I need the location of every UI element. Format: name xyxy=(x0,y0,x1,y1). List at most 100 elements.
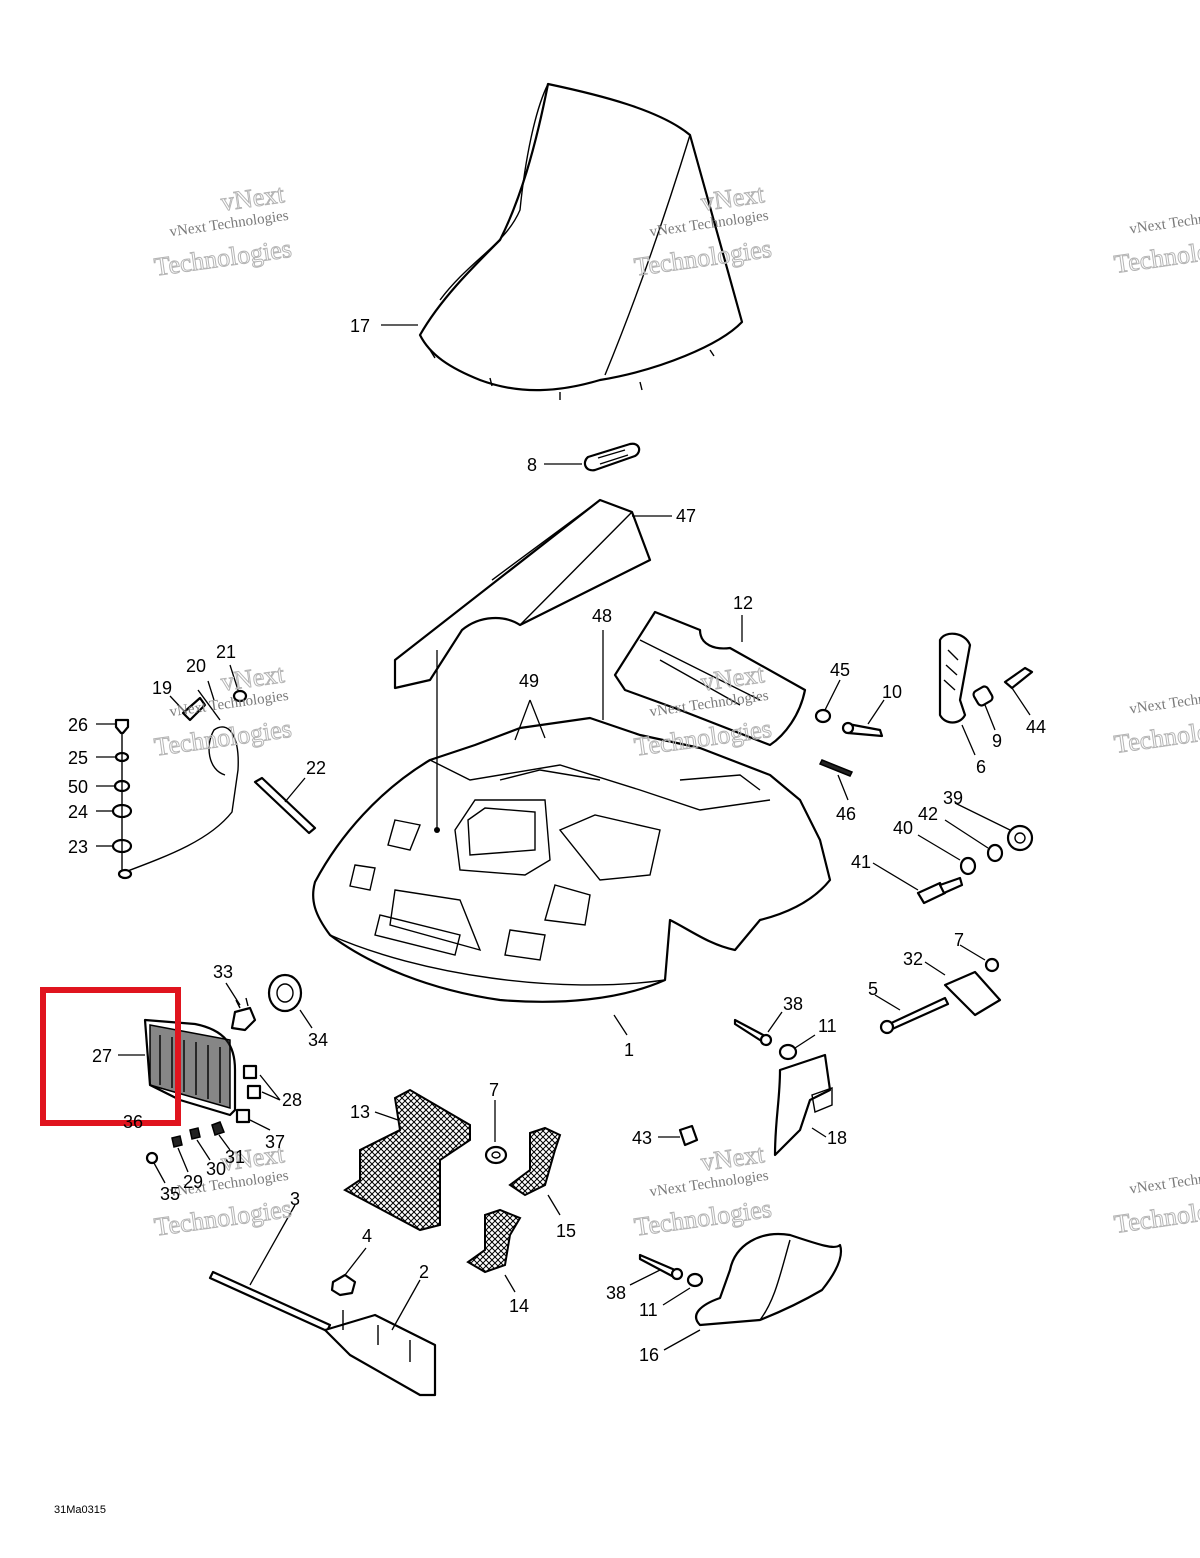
callout-11-upper[interactable]: 11 xyxy=(818,1016,837,1036)
callout-22[interactable]: 22 xyxy=(306,758,326,778)
rivet-b-part[interactable] xyxy=(733,1018,773,1047)
knob-19-part[interactable] xyxy=(181,696,207,722)
knob-part[interactable] xyxy=(1006,824,1034,852)
callout-26[interactable]: 26 xyxy=(68,715,88,735)
callout-24[interactable]: 24 xyxy=(68,802,88,822)
callout-14[interactable]: 14 xyxy=(509,1296,529,1316)
callout-5[interactable]: 5 xyxy=(868,979,878,999)
rivet-part[interactable] xyxy=(1003,666,1034,690)
callout-44[interactable]: 44 xyxy=(1026,717,1046,737)
washer-c-part[interactable] xyxy=(959,856,977,876)
callout-41[interactable]: 41 xyxy=(851,852,871,872)
trim-cover-part[interactable] xyxy=(695,1232,843,1327)
screw-30-part[interactable] xyxy=(189,1127,201,1140)
clip-37-part[interactable] xyxy=(235,1108,251,1124)
nut-part[interactable] xyxy=(984,957,1000,973)
callout-4[interactable]: 4 xyxy=(362,1226,372,1246)
bracket-b-part[interactable] xyxy=(508,1126,562,1197)
callout-29[interactable]: 29 xyxy=(183,1172,203,1192)
callout-1[interactable]: 1 xyxy=(624,1040,634,1060)
callout-8[interactable]: 8 xyxy=(527,455,537,475)
bulb-cap-part[interactable] xyxy=(267,973,303,1013)
dash-panel-part[interactable] xyxy=(613,610,807,747)
callout-15[interactable]: 15 xyxy=(556,1221,576,1241)
mesh-bracket-part[interactable] xyxy=(343,1088,471,1232)
callout-27[interactable]: 27 xyxy=(92,1046,112,1066)
callout-34[interactable]: 34 xyxy=(308,1030,328,1050)
callout-12[interactable]: 12 xyxy=(733,593,753,613)
latch-part[interactable] xyxy=(938,632,972,724)
callout-19[interactable]: 19 xyxy=(152,678,172,698)
mud-flap-part[interactable] xyxy=(773,1053,833,1157)
bolt-part[interactable] xyxy=(916,876,964,905)
pin-part[interactable] xyxy=(841,721,884,738)
spring-part[interactable] xyxy=(818,759,854,777)
callout-46[interactable]: 46 xyxy=(836,804,856,824)
callout-38-lower[interactable]: 38 xyxy=(606,1283,626,1303)
hood-part[interactable] xyxy=(312,716,832,1003)
callout-17[interactable]: 17 xyxy=(350,316,370,336)
spacer-part[interactable] xyxy=(972,685,994,707)
bracket-c-part[interactable] xyxy=(466,1208,522,1274)
foam-wedge-part[interactable] xyxy=(393,498,652,690)
callout-49[interactable]: 49 xyxy=(519,671,539,691)
nut-35-part[interactable] xyxy=(145,1151,159,1165)
mounting-plate-part[interactable] xyxy=(323,1310,437,1397)
nut-c-part[interactable] xyxy=(330,1273,357,1297)
callout-20[interactable]: 20 xyxy=(186,656,206,676)
callout-40[interactable]: 40 xyxy=(893,818,913,838)
screw-29-part[interactable] xyxy=(171,1135,183,1148)
bracket-20-part[interactable] xyxy=(197,689,221,721)
callout-43[interactable]: 43 xyxy=(632,1128,652,1148)
callout-13[interactable]: 13 xyxy=(350,1102,370,1122)
rod-part[interactable] xyxy=(208,1270,332,1333)
callout-6[interactable]: 6 xyxy=(976,757,986,777)
callout-36[interactable]: 36 xyxy=(123,1112,143,1132)
clip-part[interactable] xyxy=(583,442,641,472)
callout-21[interactable]: 21 xyxy=(216,642,236,662)
washer-b-part[interactable] xyxy=(986,843,1004,863)
callout-7-center[interactable]: 7 xyxy=(489,1080,499,1100)
callout-18[interactable]: 18 xyxy=(827,1128,847,1148)
bulb-part[interactable] xyxy=(230,997,257,1032)
callout-50[interactable]: 50 xyxy=(68,777,88,797)
callout-37[interactable]: 37 xyxy=(265,1132,285,1152)
callout-3[interactable]: 3 xyxy=(290,1189,300,1209)
callout-7-right[interactable]: 7 xyxy=(954,930,964,950)
clip-28-part[interactable] xyxy=(242,1064,262,1100)
callout-32[interactable]: 32 xyxy=(903,949,923,969)
callout-2[interactable]: 2 xyxy=(419,1262,429,1282)
callout-16[interactable]: 16 xyxy=(639,1345,659,1365)
callout-38-upper[interactable]: 38 xyxy=(783,994,803,1014)
callout-39[interactable]: 39 xyxy=(943,788,963,808)
callout-9[interactable]: 9 xyxy=(992,731,1002,751)
hinge-block-part[interactable] xyxy=(943,970,1002,1017)
washer-21-part[interactable] xyxy=(232,689,248,703)
callout-10[interactable]: 10 xyxy=(882,682,902,702)
callout-45[interactable]: 45 xyxy=(830,660,850,680)
screw-26-part[interactable] xyxy=(114,718,130,735)
grommet-part[interactable] xyxy=(678,1124,699,1147)
headlight-part[interactable] xyxy=(143,1018,237,1117)
callout-30[interactable]: 30 xyxy=(206,1159,226,1179)
screw-31-part[interactable] xyxy=(211,1121,225,1136)
washer-part[interactable] xyxy=(814,708,832,724)
callout-31[interactable]: 31 xyxy=(225,1147,245,1167)
rivet-c-part[interactable] xyxy=(638,1253,684,1281)
cable-22-part[interactable] xyxy=(253,776,317,835)
callout-35[interactable]: 35 xyxy=(160,1184,180,1204)
washer-e-part[interactable] xyxy=(686,1272,704,1288)
callout-11-lower[interactable]: 11 xyxy=(639,1300,658,1320)
callout-28[interactable]: 28 xyxy=(282,1090,302,1110)
windshield-part[interactable] xyxy=(418,82,744,400)
washer-d-part[interactable] xyxy=(778,1043,798,1061)
tether-cable-part[interactable] xyxy=(117,726,239,880)
callout-23[interactable]: 23 xyxy=(68,837,88,857)
long-bolt-part[interactable] xyxy=(879,996,950,1035)
callout-42[interactable]: 42 xyxy=(918,804,938,824)
nut-b-part[interactable] xyxy=(484,1145,508,1165)
callout-47[interactable]: 47 xyxy=(676,506,696,526)
callout-33[interactable]: 33 xyxy=(213,962,233,982)
callout-25[interactable]: 25 xyxy=(68,748,88,768)
callout-48[interactable]: 48 xyxy=(592,606,612,626)
